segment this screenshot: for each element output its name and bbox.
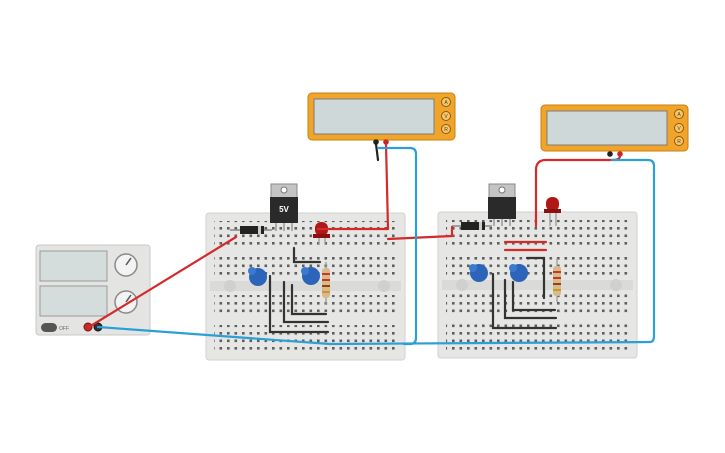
jumpers-left bbox=[268, 246, 330, 334]
wire-blue-ground bbox=[96, 158, 656, 346]
capacitor-right-1[interactable] bbox=[469, 264, 488, 282]
wire-black-meter-left bbox=[374, 142, 380, 162]
multimeter-right[interactable]: A V R bbox=[540, 104, 689, 157]
wire-red-power bbox=[87, 235, 238, 329]
mode-r-label[interactable]: R bbox=[677, 139, 681, 145]
capacitor-right-2[interactable] bbox=[509, 264, 528, 282]
diode-right[interactable] bbox=[452, 222, 492, 230]
wire-red-bridge bbox=[386, 225, 454, 241]
mode-v-label[interactable]: V bbox=[444, 114, 448, 120]
breadboard-right[interactable] bbox=[437, 211, 638, 359]
voltage-regulator-left[interactable]: 5V bbox=[270, 183, 298, 231]
wire-red-meter-right bbox=[534, 154, 622, 228]
power-supply[interactable]: OFF bbox=[35, 244, 151, 336]
power-off-label: OFF bbox=[59, 326, 69, 332]
diode-left[interactable] bbox=[230, 226, 272, 234]
resistor-left[interactable] bbox=[322, 262, 330, 304]
regulator-label: 5V bbox=[279, 205, 289, 214]
probe-port-red[interactable] bbox=[383, 139, 389, 145]
multimeter-left[interactable]: A V R bbox=[307, 92, 456, 145]
capacitor-left-2[interactable] bbox=[301, 267, 320, 285]
wires[interactable] bbox=[87, 142, 656, 346]
probe-port-red[interactable] bbox=[617, 151, 623, 157]
breadboard-left[interactable] bbox=[205, 212, 406, 361]
voltage-regulator-right[interactable] bbox=[488, 183, 516, 226]
probe-port-black[interactable] bbox=[607, 151, 613, 157]
wire-red-meter-left bbox=[316, 142, 390, 231]
led-right[interactable] bbox=[544, 197, 561, 226]
mode-v-label[interactable]: V bbox=[677, 126, 681, 132]
mode-a-label[interactable]: A bbox=[677, 112, 681, 118]
probe-port-black[interactable] bbox=[373, 139, 379, 145]
capacitor-left-1[interactable] bbox=[248, 267, 267, 286]
jumpers-right bbox=[491, 240, 558, 330]
resistor-right[interactable] bbox=[553, 258, 561, 302]
mode-a-label[interactable]: A bbox=[444, 100, 448, 106]
mode-r-label[interactable]: R bbox=[444, 127, 448, 133]
